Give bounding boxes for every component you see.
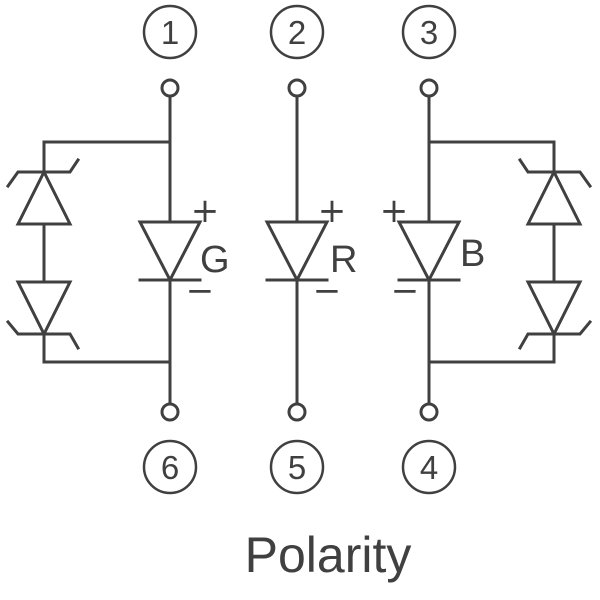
zener-right-upper-bar	[517, 157, 593, 189]
pin-4-ring	[401, 439, 457, 495]
channel-green	[137, 78, 203, 422]
led-red-triangle	[264, 220, 330, 284]
pin-2-label: 2	[269, 4, 325, 60]
pin-6-ring	[142, 439, 198, 495]
zener-left-frame	[42, 140, 172, 364]
pin-6-number: 6	[161, 449, 179, 486]
led-blue-triangle	[396, 220, 462, 284]
pin-3-label: 3	[401, 4, 457, 60]
zener-right-lower-bar	[517, 319, 593, 351]
caption-polarity: Polarity	[245, 527, 412, 583]
pin-1-ring	[142, 4, 198, 60]
blue-plus-sign: +	[380, 191, 409, 231]
led-green-triangle	[137, 220, 203, 284]
channel-blue	[396, 78, 462, 422]
led-blue-label: B	[460, 233, 485, 275]
pin-2-ring	[269, 4, 325, 60]
pin-2-number: 2	[288, 14, 306, 51]
pad-pin5	[287, 402, 307, 422]
zener-left-lower-triangle	[15, 280, 73, 338]
pin-6-label: 6	[142, 439, 198, 495]
pin-1-number: 1	[161, 14, 179, 51]
zener-right-upper-triangle	[525, 168, 583, 226]
pin-3-number: 3	[420, 14, 438, 51]
green-minus-sign: −	[186, 271, 215, 311]
pad-pin6	[160, 402, 180, 422]
led-green-label: G	[200, 239, 230, 281]
pad-pin4	[419, 402, 439, 422]
pad-pin3	[419, 78, 439, 98]
pad-pin2	[287, 78, 307, 98]
blue-minus-sign: −	[391, 271, 420, 311]
led-red-label: R	[330, 239, 357, 281]
zener-left-upper-bar	[5, 157, 81, 189]
red-minus-sign: −	[313, 271, 342, 311]
pin-5-label: 5	[269, 439, 325, 495]
zener-pair-right	[427, 140, 593, 364]
pin-1-label: 1	[142, 4, 198, 60]
channel-red	[264, 78, 330, 422]
pad-pin1	[160, 78, 180, 98]
zener-right-frame	[427, 140, 556, 364]
zener-right-lower-triangle	[525, 280, 583, 338]
zener-left-upper-triangle	[15, 168, 73, 226]
green-plus-sign: +	[191, 191, 220, 231]
pin-3-ring	[401, 4, 457, 60]
zener-pair-left	[5, 140, 172, 364]
pin-4-number: 4	[420, 449, 438, 486]
pin-4-label: 4	[401, 439, 457, 495]
red-plus-sign: +	[318, 191, 347, 231]
zener-left-lower-bar	[5, 319, 81, 351]
pin-5-number: 5	[288, 449, 306, 486]
pin-5-ring	[269, 439, 325, 495]
